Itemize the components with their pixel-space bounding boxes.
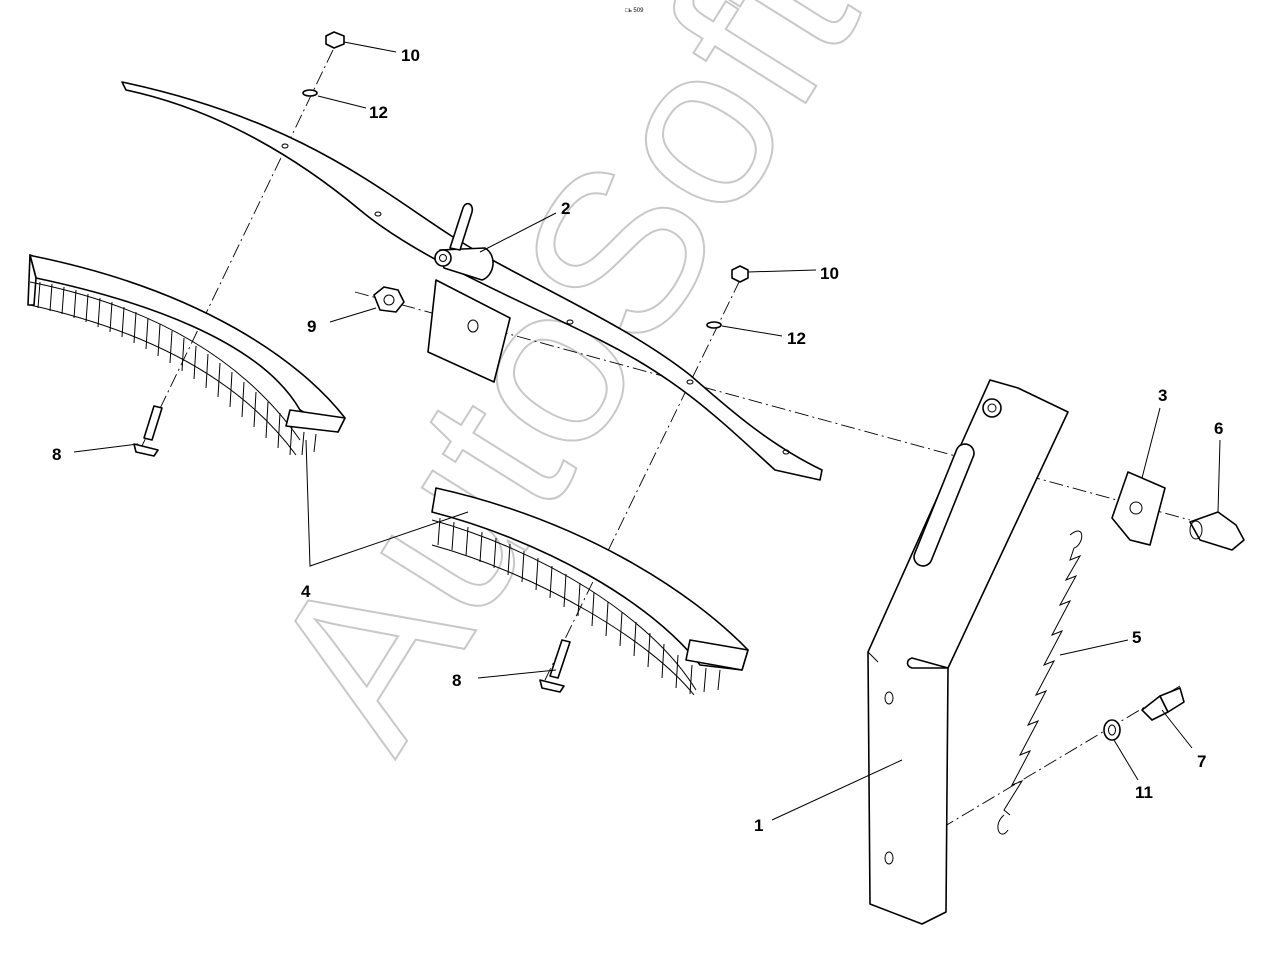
brush-upper-part-4 <box>27 254 346 456</box>
nut-part-10-upper <box>325 31 345 49</box>
callout-11: 11 <box>1135 783 1153 802</box>
callout-9: 9 <box>307 317 316 336</box>
callout-5: 5 <box>1132 628 1141 647</box>
brush-lower-part-4 <box>431 487 749 696</box>
callout-8-right: 8 <box>452 671 461 690</box>
drawing-code: □ь 509 <box>625 8 644 14</box>
callout-12-lower: 12 <box>787 329 806 348</box>
nut-part-10-lower <box>731 265 749 283</box>
bolt-part-8-right <box>539 639 571 693</box>
callout-8-left: 8 <box>52 445 61 464</box>
washer-part-12-upper <box>302 89 318 97</box>
screw-part-7 <box>1141 687 1185 721</box>
washer-part-12-lower <box>706 321 722 329</box>
bolt-part-8-left <box>133 405 163 457</box>
callout-10-lower: 10 <box>820 264 839 283</box>
washer-part-11 <box>1103 719 1121 741</box>
callout-1: 1 <box>754 816 763 835</box>
nut-part-9 <box>373 286 405 313</box>
knob-part-6 <box>1189 511 1245 551</box>
bracket-bar-part-2 <box>121 81 823 481</box>
mounting-plate-part-1 <box>867 379 1069 925</box>
callout-2: 2 <box>561 199 570 218</box>
callout-12-upper: 12 <box>369 103 388 122</box>
callout-10-upper: 10 <box>401 46 420 65</box>
callout-3: 3 <box>1158 386 1167 405</box>
callout-4: 4 <box>301 582 311 601</box>
callout-leaders <box>73 41 1221 821</box>
callout-6: 6 <box>1214 419 1223 438</box>
clip-part-3 <box>1111 471 1166 546</box>
callout-7: 7 <box>1197 752 1206 771</box>
callout-labels: 10 12 2 10 9 12 3 6 8 4 5 8 7 11 1 <box>52 46 1223 835</box>
tension-spring-part-5 <box>997 530 1083 835</box>
